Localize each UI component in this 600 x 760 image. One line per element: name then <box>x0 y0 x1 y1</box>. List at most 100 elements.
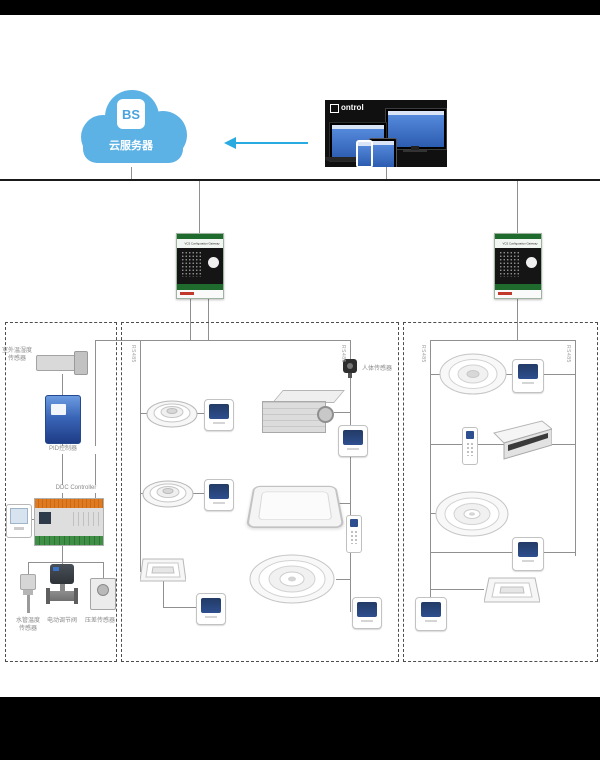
wire <box>62 374 63 395</box>
wire <box>334 412 350 413</box>
banner-logo-icon <box>330 104 339 113</box>
thermostat-screen <box>343 430 363 445</box>
bus-label: RS485 <box>420 345 426 363</box>
round-swirl-diffuser <box>142 480 194 508</box>
control-software-banner: ontrol <box>325 100 447 167</box>
sensor-lens <box>347 363 353 369</box>
brand-mark <box>180 292 194 295</box>
gateway-logo <box>526 257 537 268</box>
phone-icon <box>356 140 373 167</box>
valve-pipe <box>46 588 78 604</box>
square-diffuser <box>140 558 186 582</box>
ddc-controller <box>34 498 104 546</box>
thermostat-button <box>425 620 437 622</box>
wire <box>208 297 209 340</box>
pid-label-panel <box>51 404 66 415</box>
thermostat <box>204 479 234 511</box>
remote-control <box>346 515 362 553</box>
dp-sensor-label: 压差传感器 <box>84 618 115 624</box>
brand-mark <box>498 292 512 295</box>
vav-inlet <box>317 406 334 423</box>
remote-buttons <box>466 442 474 456</box>
motorized-valve-label: 电动调节阀 <box>46 618 77 624</box>
phone-screen <box>358 142 371 166</box>
to-cloud-arrow-line <box>236 142 308 144</box>
display-screen <box>10 508 28 524</box>
terminal-strip-top <box>35 499 103 508</box>
thermostat-button <box>361 620 373 622</box>
gateway-label-text: VCS Configuration Gateway <box>502 241 538 246</box>
tablet-screen <box>372 141 394 167</box>
thermostat-screen <box>518 542 538 557</box>
zone-3-box <box>403 322 598 662</box>
thermostat-button <box>522 560 534 562</box>
round-flat-diffuser <box>439 353 507 395</box>
slot-diffuser <box>493 420 552 460</box>
controller-display <box>39 512 51 524</box>
monitor-screen <box>388 111 444 147</box>
wire <box>95 340 96 500</box>
to-cloud-arrow-icon <box>224 137 236 149</box>
thermostat <box>196 593 226 625</box>
gateway-label-text: VCS Configuration Gateway <box>184 241 220 246</box>
actuator-label <box>53 567 59 571</box>
wire <box>386 167 387 179</box>
wire <box>31 519 35 520</box>
monitor-stand <box>411 146 419 150</box>
gateway-base <box>177 290 223 298</box>
tablet-icon <box>369 138 397 167</box>
thermostat-button <box>347 448 359 450</box>
round-flat-diffuser <box>249 554 335 604</box>
square-diffuser <box>484 577 540 603</box>
wire <box>430 552 575 553</box>
wire <box>62 442 63 500</box>
thermostat <box>512 537 544 571</box>
valve-stem <box>59 584 65 591</box>
thermostat-button <box>522 382 534 384</box>
wire <box>430 340 576 341</box>
wire <box>517 297 518 340</box>
gateway-1: VCS Configuration Gateway <box>176 233 224 299</box>
monitor-base <box>403 150 427 152</box>
remote-buttons <box>350 530 358 544</box>
room-display-panel <box>6 504 32 538</box>
monitor-icon <box>385 108 447 150</box>
gateway-body <box>177 248 223 284</box>
sensor-housing <box>343 359 357 373</box>
vav-box-unit <box>262 390 345 434</box>
gateway-led-grid <box>499 251 521 277</box>
wire <box>336 503 350 504</box>
remote-screen <box>350 519 358 527</box>
cloud-logo: BS <box>117 99 145 129</box>
ceiling-panel-unit <box>245 474 345 532</box>
water-temp-sensor <box>17 574 39 614</box>
gateway-label: VCS Configuration Gateway <box>177 239 223 248</box>
zone-1-box <box>5 322 117 662</box>
network-bus <box>0 179 600 181</box>
differential-pressure-sensor <box>90 578 116 610</box>
probe-head <box>20 574 36 590</box>
zone-2-box <box>121 322 399 662</box>
wire <box>163 571 164 608</box>
wire <box>199 181 200 233</box>
cloud-logo-text: BS <box>121 106 141 122</box>
ddc-controller-label: DDC Controller <box>40 485 112 493</box>
display-button <box>14 527 24 530</box>
gateway-led-grid <box>181 251 203 277</box>
wire <box>430 340 431 600</box>
thermostat-screen <box>357 602 377 617</box>
thermostat-button <box>213 422 225 424</box>
bus-label: RS485 <box>340 345 346 363</box>
gateway-body <box>495 248 541 284</box>
round-swirl-diffuser <box>146 400 198 428</box>
gateway-logo <box>208 257 219 268</box>
thermostat <box>415 597 447 631</box>
wire <box>517 181 518 233</box>
banner-title: ontrol <box>341 103 364 112</box>
occupancy-sensor <box>342 359 358 379</box>
sensor-dial <box>97 584 109 596</box>
valve-actuator <box>50 564 74 584</box>
thermostat-screen <box>201 598 221 613</box>
wire <box>190 297 191 340</box>
pid-controller-label: PID控制器 <box>27 446 99 454</box>
